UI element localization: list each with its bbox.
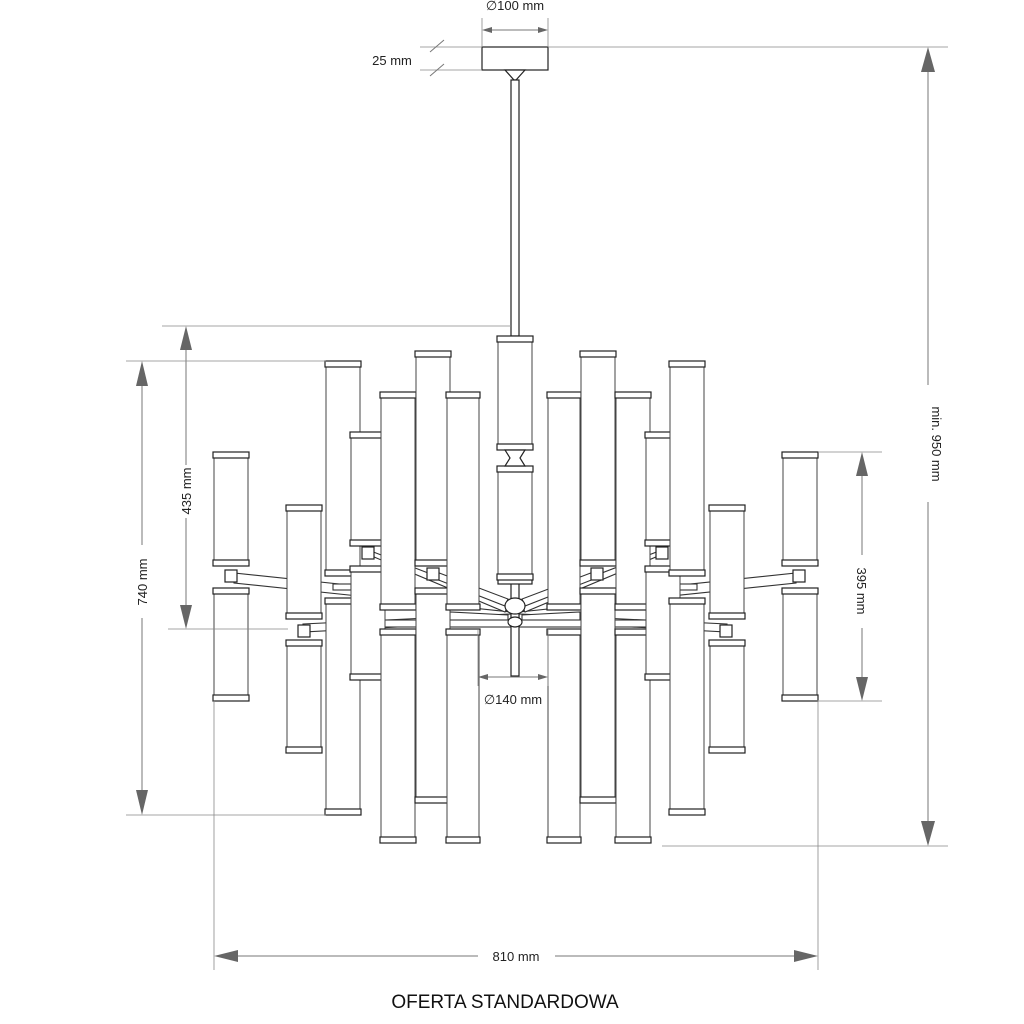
glass-tube [546, 391, 582, 611]
glass-tube [668, 360, 706, 577]
tube-collar [224, 569, 238, 583]
tube-collar [792, 569, 806, 583]
glass-tube [212, 451, 250, 567]
glass-tube [285, 504, 323, 620]
glass-tube [379, 628, 417, 844]
glass-tube [781, 451, 819, 567]
glass-tube [379, 391, 417, 611]
canopy [481, 46, 549, 71]
tube-collar [297, 624, 311, 638]
glass-tube [349, 431, 387, 547]
glass-tube [285, 639, 323, 754]
total-width-label: 810 mm [493, 949, 540, 964]
tube-collar [426, 567, 440, 581]
glass-tube [708, 639, 746, 754]
hub-diameter-label: ∅140 mm [484, 692, 542, 707]
tube-connector [503, 449, 527, 467]
upper-height-label: 435 mm [179, 468, 194, 515]
suspension-rod [503, 69, 527, 337]
glass-tube [579, 350, 617, 567]
glass-tube [668, 597, 706, 816]
glass-tube [414, 587, 452, 804]
glass-tube [781, 587, 819, 702]
tube-collar [655, 546, 669, 560]
canopy-height-label: 25 mm [372, 53, 412, 68]
caption: OFERTA STANDARDOWA [391, 992, 619, 1013]
tube-collar [719, 624, 733, 638]
glass-tube [496, 465, 534, 581]
glass-tube [546, 628, 582, 844]
glass-tube [212, 587, 250, 702]
tube-collar [590, 567, 604, 581]
glass-tube [445, 391, 481, 611]
total-height-label: min. 950 mm [929, 406, 944, 481]
glass-tube [349, 565, 387, 681]
glass-tubes [212, 335, 819, 844]
glass-tube [614, 391, 652, 611]
canopy-diameter-label: ∅100 mm [486, 0, 544, 13]
glass-tube [579, 587, 617, 804]
central-hub [497, 539, 533, 677]
tube-height-label: 395 mm [854, 568, 869, 615]
glass-tube [445, 628, 481, 844]
glass-tube [496, 335, 534, 451]
glass-tube [614, 628, 652, 844]
body-height-label: 740 mm [135, 559, 150, 606]
glass-tube [414, 350, 452, 567]
dimension-lines [126, 18, 948, 970]
glass-tube [708, 504, 746, 620]
tube-collar [361, 546, 375, 560]
